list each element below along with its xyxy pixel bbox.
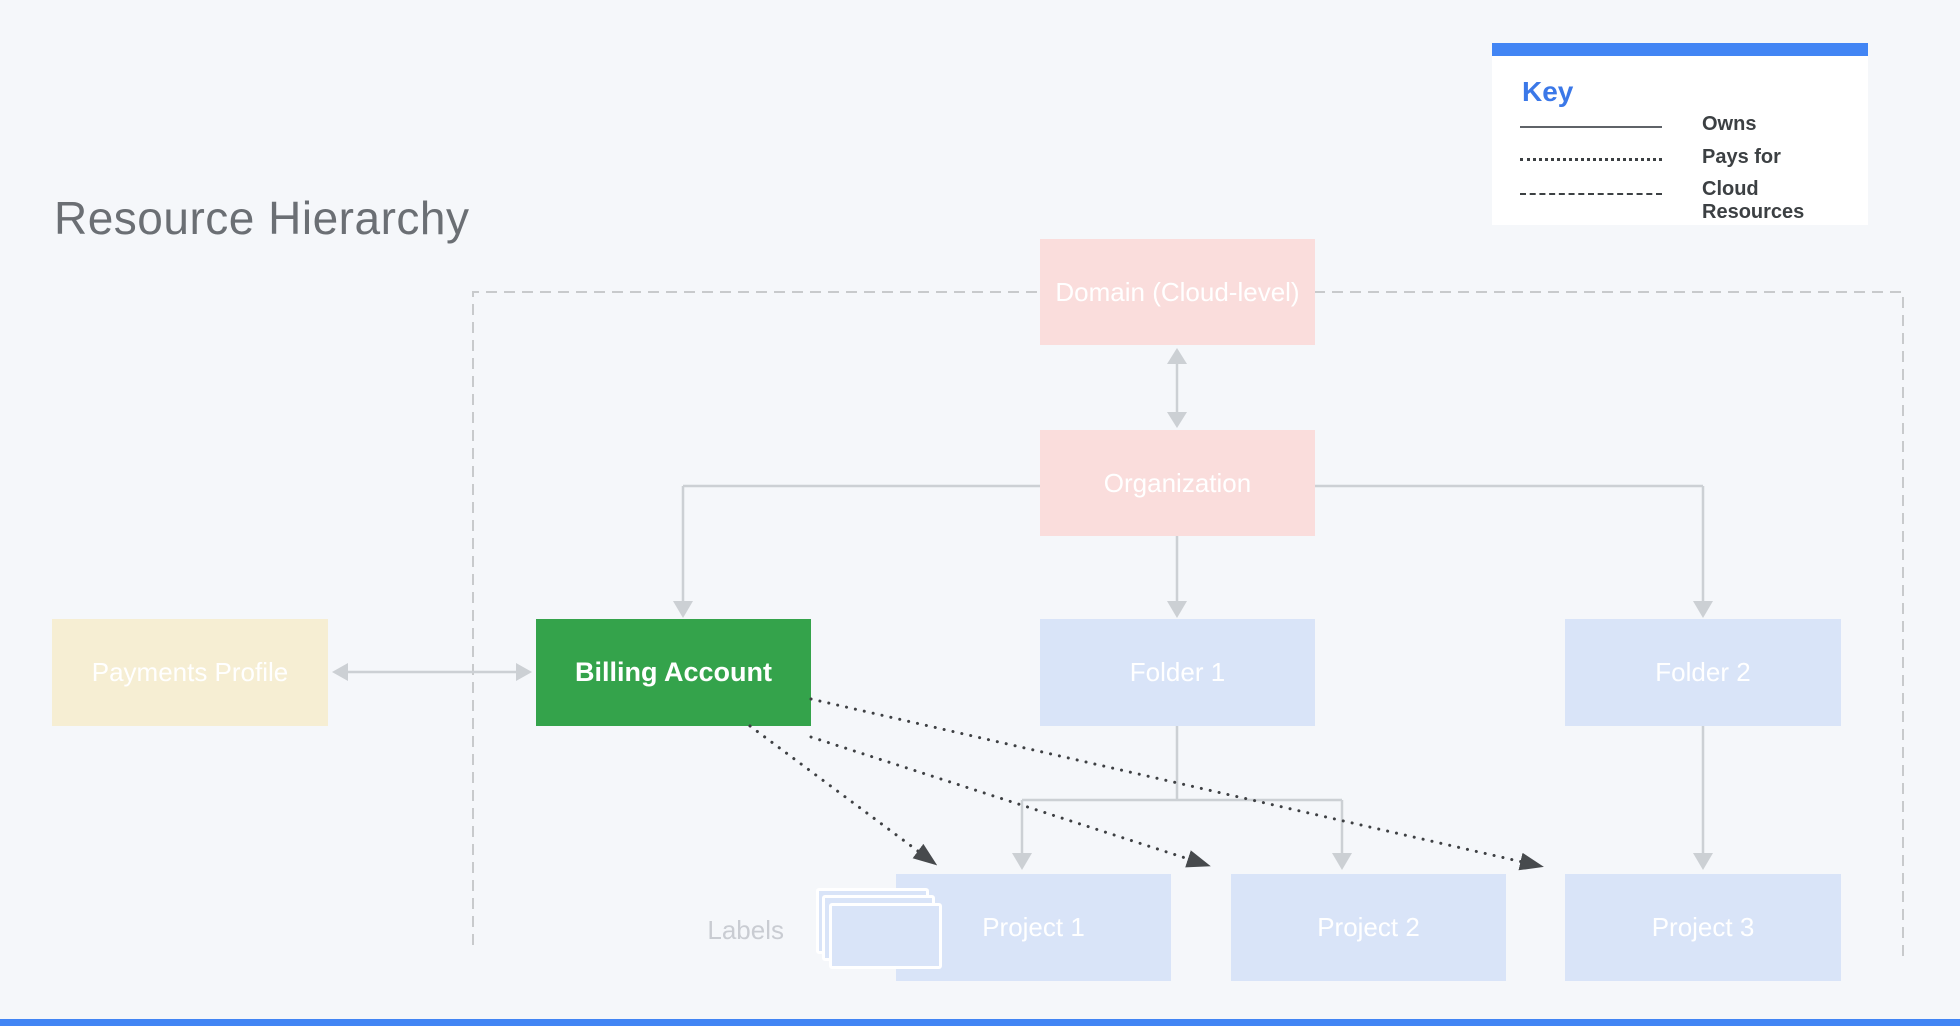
key-label-owns: Owns [1702, 113, 1757, 135]
node-project2-label: Project 2 [1317, 912, 1420, 942]
arrowhead-project2 [1332, 853, 1352, 870]
key-title: Key [1522, 76, 1574, 107]
node-organization: Organization [1040, 430, 1315, 536]
dashed-line-sample [1520, 193, 1662, 195]
dotted-line-sample [1520, 158, 1662, 161]
node-domain-label: Domain (Cloud-level) [1055, 276, 1300, 307]
key-legend: Key Owns Pays for Cloud Resources [1492, 43, 1868, 225]
node-domain: Domain (Cloud-level) [1040, 239, 1315, 345]
node-payments-profile-label: Payments Profile [91, 657, 289, 687]
arrowhead-up-domain [1167, 348, 1187, 364]
node-project3-label: Project 3 [1651, 912, 1755, 942]
arrowhead-project1 [1012, 853, 1032, 870]
node-project3: Project 3 [1565, 874, 1841, 981]
page-title: Resource Hierarchy [54, 192, 470, 244]
key-label-pays-for: Pays for [1702, 146, 1781, 168]
solid-line-sample [1520, 126, 1662, 128]
node-folder2-label: Folder 2 [1655, 657, 1751, 687]
arrowhead-folder1 [1167, 601, 1187, 618]
arrowhead-left-payments [332, 663, 348, 681]
node-billing-account-label: Billing Account [575, 657, 772, 687]
node-billing-account: Billing Account [536, 619, 811, 726]
arrowhead-billing-account [673, 601, 693, 618]
arrowhead-right-billing [516, 663, 532, 681]
arrowhead-down-organization [1167, 412, 1187, 428]
billing-to-project3-dotted-arrow [809, 697, 1544, 871]
node-organization-label: Organization [1103, 467, 1252, 498]
node-folder1-label: Folder 1 [1129, 657, 1226, 687]
owns-connectors [332, 348, 1713, 870]
billing-to-project2-dotted-arrow [809, 735, 1211, 868]
arrowhead-project3 [1693, 853, 1713, 870]
billing-to-project1-dotted-arrow [748, 724, 938, 866]
footer-accent-bar [0, 1019, 1960, 1026]
node-project2: Project 2 [1231, 874, 1506, 981]
node-payments-profile: Payments Profile [52, 619, 328, 726]
labels-stack-icon [829, 903, 942, 969]
labels-annotation: Labels [707, 915, 784, 945]
pays-for-dotted-arrows [748, 697, 1544, 871]
node-project1-label: Project 1 [982, 912, 1085, 942]
arrowhead-folder2 [1693, 601, 1713, 618]
key-label-cloud-resources: Cloud Resources [1702, 178, 1805, 223]
key-accent-bar [1492, 43, 1868, 56]
node-folder2: Folder 2 [1565, 619, 1841, 726]
node-folder1: Folder 1 [1040, 619, 1315, 726]
